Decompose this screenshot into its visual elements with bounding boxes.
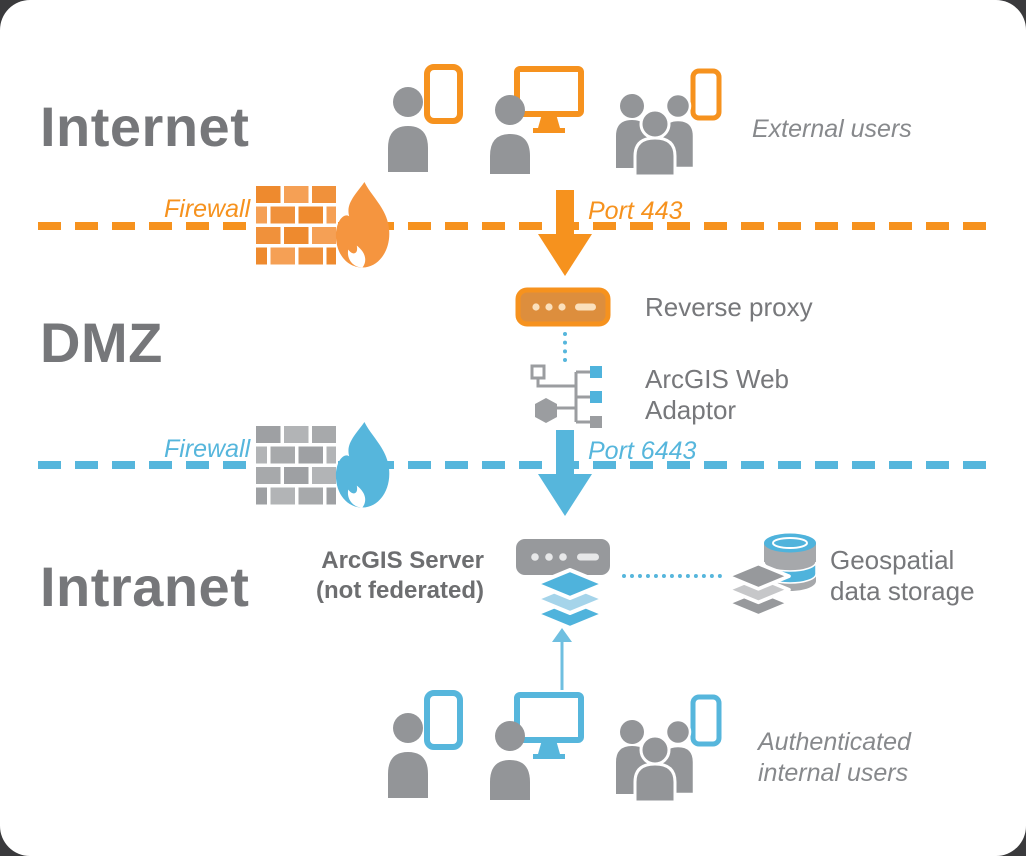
storage-label-line1: Geospatial [830, 545, 955, 575]
firewall-boundary-bottom [38, 461, 988, 469]
firewall-bottom-label: Firewall [164, 435, 251, 463]
gray-layers-icon [726, 561, 791, 618]
internal-users-up-arrow [552, 628, 572, 690]
external-person-monitor-icon [486, 66, 586, 174]
arcgis-server-box-icon [515, 537, 611, 577]
zone-label-dmz: DMZ [40, 311, 163, 374]
port-6443-label: Port 6443 [588, 437, 697, 465]
storage-label: Geospatial data storage [830, 545, 975, 607]
external-person-tablet-icon [386, 64, 464, 172]
arcgis-server-label-line1: ArcGIS Server [321, 547, 484, 574]
internal-person-tablet-icon [386, 690, 464, 798]
internal-users-label-line1: Authenticated [758, 728, 911, 756]
reverse-proxy-label: Reverse proxy [645, 292, 813, 322]
proxy-to-adaptor-connector [563, 332, 567, 362]
zone-label-internet: Internet [40, 95, 250, 158]
web-adaptor-label: ArcGIS Web Adaptor [645, 364, 789, 426]
arcgis-server-label-line2: (not federated) [316, 577, 484, 604]
flame-icon [335, 422, 390, 508]
firewall-bottom-icon [254, 420, 396, 512]
web-adaptor-label-line2: Adaptor [645, 395, 737, 425]
external-user-group-phone-icon [616, 68, 722, 178]
arcgis-web-adaptor-icon [528, 364, 608, 430]
server-to-storage-connector [622, 574, 722, 578]
port-443-down-arrow [535, 190, 595, 276]
arcgis-server-layers-icon [534, 566, 606, 630]
internal-user-group-phone-icon [616, 694, 722, 804]
geospatial-data-storage-icon [726, 532, 820, 622]
port-6443-down-arrow [535, 430, 595, 516]
internal-users-label-line2: internal users [758, 759, 909, 787]
firewall-boundary-top [38, 222, 988, 230]
web-adaptor-label-line1: ArcGIS Web [645, 364, 790, 394]
firewall-top-icon [254, 180, 396, 272]
internal-person-monitor-icon [486, 692, 586, 800]
external-users-label: External users [752, 115, 912, 143]
internal-users-label: Authenticated internal users [758, 727, 911, 789]
reverse-proxy-icon [515, 287, 611, 327]
flame-icon [335, 182, 390, 268]
port-443-label: Port 443 [588, 197, 683, 225]
firewall-top-label: Firewall [164, 195, 251, 223]
storage-label-line2: data storage [830, 576, 975, 606]
zone-label-intranet: Intranet [40, 555, 250, 618]
arcgis-server-label: ArcGIS Server (not federated) [296, 546, 484, 606]
